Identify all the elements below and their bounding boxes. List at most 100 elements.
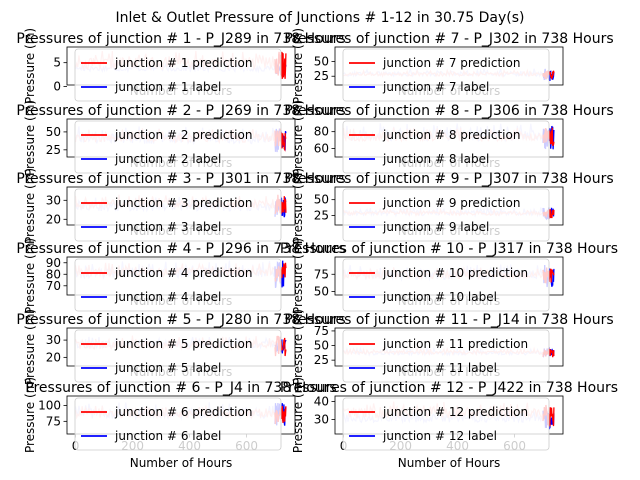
legend-entry-prediction: junction # 1 prediction (114, 56, 252, 70)
y-tick-label: 25 (314, 69, 329, 83)
y-tick-label: 80 (314, 125, 329, 139)
legend-entry-label: junction # 12 label (382, 429, 497, 443)
legend-entry-prediction: junction # 5 prediction (114, 337, 252, 351)
y-axis-label: Pressure (m) (291, 238, 305, 314)
panels: 0 5Number of Hours Pressure (m) junction # … (16, 28, 618, 470)
y-tick-label: 30 (46, 333, 61, 347)
panel-title: Pressures of junction # 4 - P_J296 in 73… (16, 241, 345, 257)
y-tick-label: 20 (46, 212, 61, 226)
panel-title: Pressures of junction # 11 - P_J14 in 73… (284, 312, 613, 328)
legend-entry-prediction: junction # 4 prediction (114, 266, 252, 280)
legend-entry-label: junction # 5 label (114, 361, 221, 375)
panel-title: Pressures of junction # 6 - P_J4 in 738 … (25, 380, 336, 396)
legend-entry-label: junction # 9 label (382, 220, 489, 234)
y-axis-label: Pressure (m) (291, 377, 305, 453)
y-axis-label: Pressure (m) (23, 238, 37, 314)
legend-box (342, 48, 550, 102)
y-tick-label: 75 (314, 267, 329, 281)
panel-title: Pressures of junction # 8 - P_J306 in 73… (284, 103, 613, 119)
legend-entry-prediction: junction # 10 prediction (382, 266, 528, 280)
y-tick-label: 30 (46, 193, 61, 207)
figure-suptitle: Inlet & Outlet Pressure of Junctions # 1… (116, 10, 525, 26)
y-tick-label: 80 (46, 267, 61, 281)
y-tick-label: 50 (46, 125, 61, 139)
legend-entry-prediction: junction # 8 prediction (382, 128, 520, 142)
y-axis-label: Pressure (m) (291, 168, 305, 244)
panel-title: Pressures of junction # 12 - P_J422 in 7… (280, 380, 618, 396)
y-tick-label: 40 (314, 394, 329, 408)
legend-box (74, 188, 282, 242)
panel-title: Pressures of junction # 9 - P_J307 in 73… (284, 171, 613, 187)
legend-box (74, 258, 282, 312)
legend-entry-label: junction # 4 label (114, 290, 221, 304)
legend-entry-prediction: junction # 6 prediction (114, 405, 252, 419)
y-tick-label: 70 (46, 279, 61, 293)
panel-title: Pressures of junction # 7 - P_J302 in 73… (284, 31, 613, 47)
y-axis-label: Pressure (m) (23, 377, 37, 453)
legend-entry-label: junction # 8 label (382, 152, 489, 166)
legend-box (342, 120, 550, 174)
x-axis-label: Number of Hours (398, 456, 501, 470)
y-tick-label: 50 (314, 55, 329, 69)
legend-entry-label: junction # 10 label (382, 290, 497, 304)
y-axis-label: Pressure (m) (23, 28, 37, 104)
y-tick-label: 25 (314, 209, 329, 223)
y-axis-label: Pressure (m) (23, 168, 37, 244)
y-tick-label: 100 (38, 399, 61, 413)
y-tick-label: 5 (53, 56, 61, 70)
legend-entry-label: junction # 6 label (114, 429, 221, 443)
y-tick-label: 0 (53, 79, 61, 93)
y-tick-label: 50 (314, 193, 329, 207)
y-tick-label: 30 (314, 413, 329, 427)
y-tick-label: 75 (314, 324, 329, 338)
legend-entry-prediction: junction # 3 prediction (114, 196, 252, 210)
legend-box (74, 48, 282, 102)
y-tick-label: 75 (46, 414, 61, 428)
legend-box (74, 120, 282, 174)
panel-title: Pressures of junction # 1 - P_J289 in 73… (16, 31, 345, 47)
panel-title: Pressures of junction # 5 - P_J280 in 73… (16, 312, 345, 328)
legend-entry-label: junction # 3 label (114, 220, 221, 234)
x-axis-label: Number of Hours (130, 456, 233, 470)
panel-title: Pressures of junction # 3 - P_J301 in 73… (16, 171, 345, 187)
y-tick-label: 60 (314, 142, 329, 156)
legend-entry-prediction: junction # 11 prediction (382, 337, 528, 351)
y-axis-label: Pressure (m) (23, 309, 37, 385)
legend-entry-prediction: junction # 7 prediction (382, 56, 520, 70)
legend-box (74, 329, 282, 383)
y-axis-label: Pressure (m) (291, 100, 305, 176)
y-tick-label: 90 (46, 256, 61, 270)
legend-entry-prediction: junction # 9 prediction (382, 196, 520, 210)
panel-title: Pressures of junction # 2 - P_J269 in 73… (16, 103, 345, 119)
legend-box (74, 397, 282, 451)
legend-entry-label: junction # 11 label (382, 361, 497, 375)
y-tick-label: 20 (46, 350, 61, 364)
legend-entry-label: junction # 7 label (382, 80, 489, 94)
legend-entry-prediction: junction # 12 prediction (382, 405, 528, 419)
legend-box (342, 258, 550, 312)
y-axis-label: Pressure (m) (291, 309, 305, 385)
legend-entry-prediction: junction # 2 prediction (114, 128, 252, 142)
panel-title: Pressures of junction # 10 - P_J317 in 7… (280, 241, 618, 257)
legend-box (342, 188, 550, 242)
legend-entry-label: junction # 2 label (114, 152, 221, 166)
y-tick-label: 25 (314, 353, 329, 367)
y-tick-label: 25 (46, 143, 61, 157)
y-tick-label: 50 (314, 339, 329, 353)
legend-box (342, 329, 550, 383)
y-axis-label: Pressure (m) (23, 100, 37, 176)
legend-box (342, 397, 550, 451)
legend-entry-label: junction # 1 label (114, 80, 221, 94)
y-axis-label: Pressure (m) (291, 28, 305, 104)
